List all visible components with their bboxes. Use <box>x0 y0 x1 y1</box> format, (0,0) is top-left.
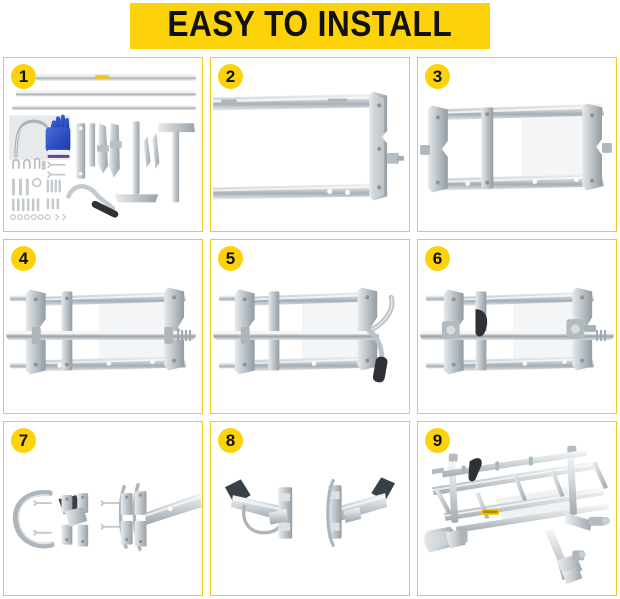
step-badge-1: 1 <box>11 64 36 89</box>
step-panel-3[interactable]: 3 <box>417 57 617 232</box>
step-panel-5[interactable]: 5 <box>210 239 410 414</box>
step-badge-7: 7 <box>11 428 36 453</box>
step-illustration-6 <box>418 240 616 413</box>
step-illustration-9 <box>418 422 616 595</box>
header-banner: EASY TO INSTALL <box>0 0 620 52</box>
step-badge-8: 8 <box>218 428 243 453</box>
step-panel-1[interactable]: 1 <box>3 57 203 232</box>
title-banner: EASY TO INSTALL <box>130 3 490 49</box>
step-panel-4[interactable]: 4 <box>3 239 203 414</box>
step-panel-6[interactable]: 6 <box>417 239 617 414</box>
step-panel-2[interactable]: 2 <box>210 57 410 232</box>
step-illustration-7 <box>4 422 202 595</box>
step-panel-9[interactable]: 9 <box>417 421 617 596</box>
step-badge-4: 4 <box>11 246 36 271</box>
step-illustration-8 <box>211 422 409 595</box>
step-badge-9: 9 <box>425 428 450 453</box>
step-panel-8[interactable]: 8 <box>210 421 410 596</box>
step-panel-7[interactable]: 7 <box>3 421 203 596</box>
step-illustration-4 <box>4 240 202 413</box>
step-illustration-5 <box>211 240 409 413</box>
step-badge-6: 6 <box>425 246 450 271</box>
step-illustration-1 <box>4 58 202 231</box>
step-illustration-3 <box>418 58 616 231</box>
step-illustration-2 <box>211 58 409 231</box>
step-badge-3: 3 <box>425 64 450 89</box>
page-title: EASY TO INSTALL <box>167 3 453 44</box>
step-badge-2: 2 <box>218 64 243 89</box>
step-badge-5: 5 <box>218 246 243 271</box>
steps-grid: 1 <box>3 57 617 596</box>
